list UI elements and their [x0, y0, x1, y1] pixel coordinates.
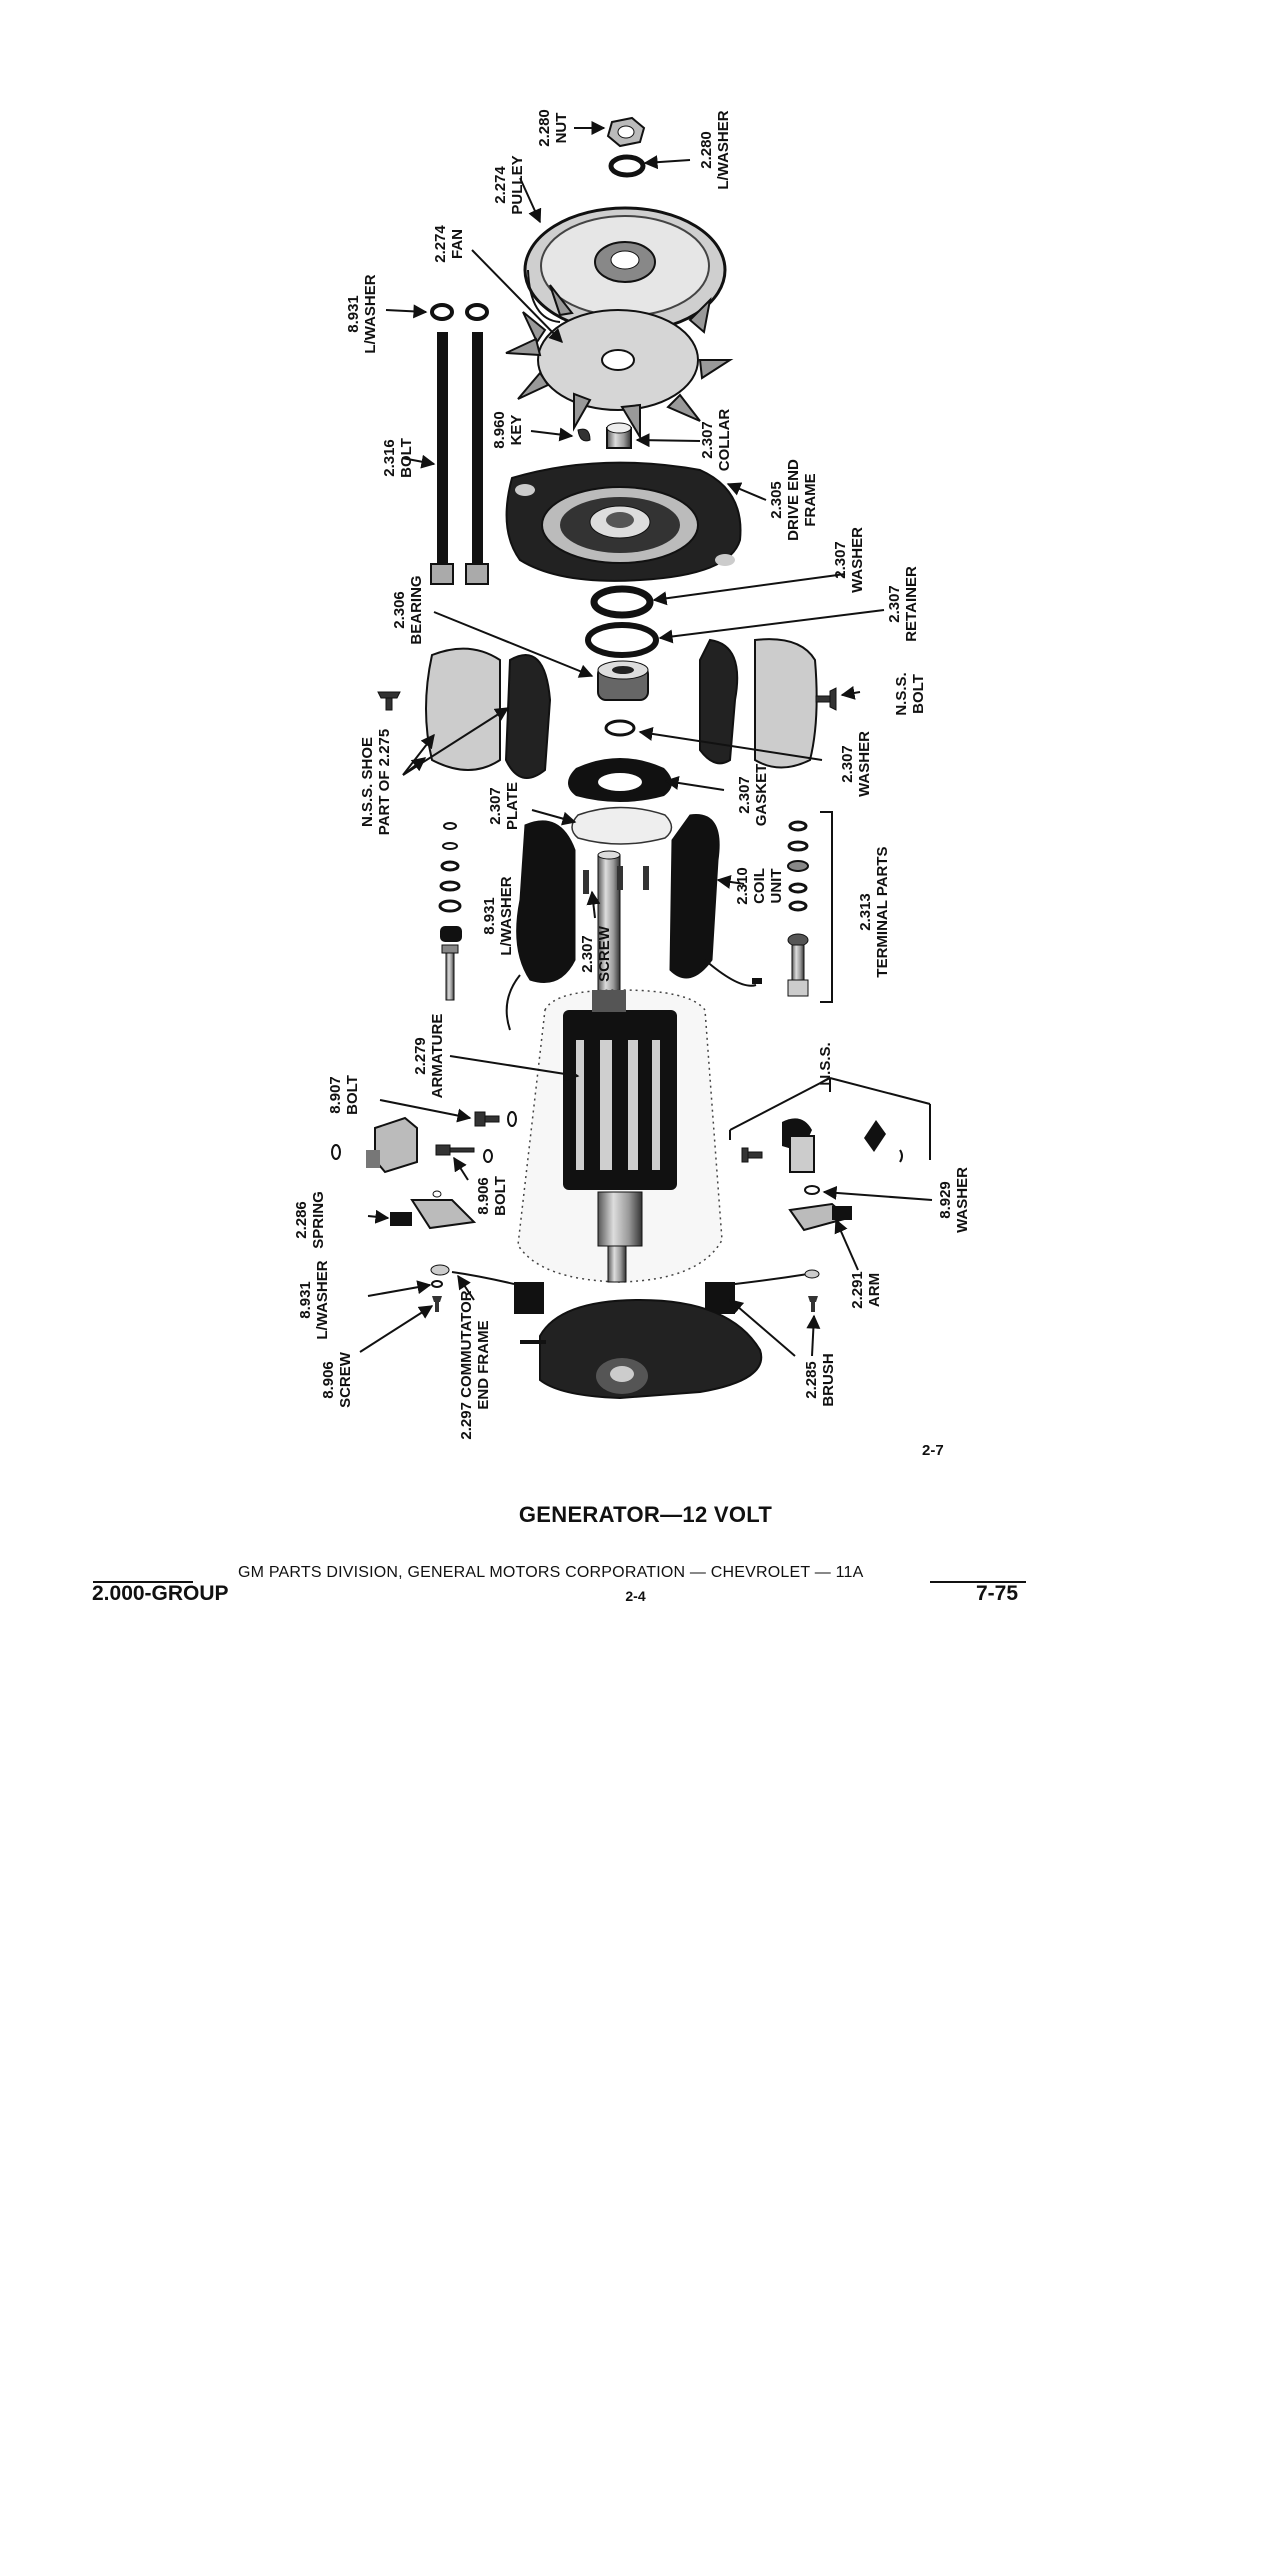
screw-low-part — [432, 1296, 442, 1312]
label-collar: 2.307COLLAR — [699, 409, 733, 472]
armature-part — [517, 989, 723, 1283]
coil-unit-part — [505, 814, 762, 1031]
label-lock-washer-bolt: 8.931L/WASHER — [345, 274, 379, 353]
bolt-washer-left — [430, 303, 454, 321]
bolt-8907-washer — [507, 1111, 517, 1127]
label-washer-a: 2.307WASHER — [832, 527, 866, 593]
brush-part-right — [705, 1269, 820, 1314]
label-commutator-end-frame: 2.297 COMMUTATOREND FRAME — [458, 1290, 492, 1439]
fan-part — [505, 284, 734, 441]
commutator-end-frame-part — [520, 1298, 763, 1400]
label-brush: 2.285BRUSH — [803, 1353, 837, 1406]
label-armature: 2.279ARMATURE — [412, 1014, 446, 1099]
label-fan: 2.274FAN — [432, 225, 466, 263]
drive-end-frame-part — [505, 461, 742, 582]
lock-washer-part — [608, 154, 646, 178]
key-part — [577, 428, 591, 442]
plate-part — [571, 806, 673, 845]
terminal-stack-left — [438, 822, 462, 1001]
pole-shoe-left — [425, 647, 552, 779]
bolt-8906-part — [435, 1144, 475, 1156]
label-nss-shoe: N.S.S. SHOEPART OF 2.275 — [359, 729, 393, 835]
footer-group: 2.000-GROUP — [92, 1582, 229, 1605]
nss-screw-left — [377, 691, 401, 711]
label-lock-washer-mid: 8.931L/WASHER — [481, 876, 515, 955]
arm-part-right — [788, 1185, 852, 1232]
footer-rule-left — [93, 1581, 193, 1583]
label-bearing: 2.306BEARING — [391, 575, 425, 644]
pole-shoe-right — [699, 638, 818, 769]
pulley-part — [523, 206, 727, 334]
through-bolt-left — [430, 332, 454, 585]
label-arm: 2.291ARM — [849, 1271, 883, 1309]
figure-caption: GENERATOR—12 VOLT — [518, 1502, 773, 1527]
retainer-part — [585, 622, 659, 658]
label-screw-low: 8.906SCREW — [320, 1351, 354, 1408]
label-washer-b: 2.307WASHER — [839, 731, 873, 797]
exploded-parts-diagram: 2.280NUT 2.280L/WASHER 2.274PULLEY 2.274… — [293, 109, 971, 1439]
footer-page-number: 2-4 — [625, 1588, 646, 1604]
label-washer-8929: 8.929WASHER — [937, 1167, 971, 1233]
label-coil-unit: 2.310COILUNIT — [734, 867, 785, 905]
label-nss-right: N.S.S. — [817, 1042, 834, 1085]
bearing-part — [597, 660, 649, 701]
label-terminal-parts: 2.313TERMINAL PARTS — [857, 846, 891, 977]
terminal-bracket — [820, 811, 833, 1003]
spring-arm-left — [390, 1190, 477, 1230]
label-gasket: 2.307GASKET — [736, 764, 770, 827]
footer-date: 7-75 — [976, 1582, 1019, 1605]
callout-labels: 2.280NUT 2.280L/WASHER 2.274PULLEY 2.274… — [293, 109, 971, 1439]
label-drive-end-frame: 2.305DRIVE ENDFRAME — [768, 459, 819, 541]
terminal-stack-right — [787, 820, 809, 997]
nut-part — [606, 116, 646, 148]
label-spring: 2.286SPRING — [293, 1191, 327, 1249]
bolt-8906-washer — [483, 1149, 493, 1163]
leader-lines — [359, 121, 933, 1357]
footer-publisher: GM PARTS DIVISION, GENERAL MOTORS CORPOR… — [238, 1564, 864, 1581]
through-bolt-right — [465, 332, 489, 585]
nss-bolt-right — [815, 687, 837, 711]
label-retainer: 2.307RETAINER — [886, 566, 920, 642]
footer-rule-right — [930, 1581, 1026, 1583]
label-bolt-8907: 8.907BOLT — [327, 1075, 361, 1115]
brush-part-left — [430, 1264, 544, 1314]
brush-holder-left — [331, 1116, 418, 1174]
nss-cluster-right — [741, 1118, 903, 1173]
collar-part — [606, 422, 632, 449]
label-nut: 2.280NUT — [536, 109, 570, 147]
washer-part-b — [604, 719, 636, 737]
label-plate: 2.307PLATE — [487, 782, 521, 830]
bolt-8907-part — [474, 1111, 500, 1127]
bolt-washer-right — [465, 303, 489, 321]
washer-part-a — [590, 585, 654, 619]
label-lock-washer-top: 2.280L/WASHER — [698, 110, 732, 189]
figure-number: 2-7 — [922, 1442, 944, 1459]
label-through-bolt: 2.316BOLT — [381, 438, 415, 478]
label-bolt-8906: 8.906BOLT — [475, 1176, 509, 1216]
label-pulley: 2.274PULLEY — [492, 155, 526, 214]
label-nss-bolt: N.S.S.BOLT — [893, 672, 927, 715]
label-screw-mid: 2.307SCREW — [579, 925, 613, 982]
label-key: 8.960KEY — [491, 411, 525, 449]
lwasher-low-part — [431, 1280, 443, 1288]
screw-right-part — [808, 1296, 818, 1312]
label-lock-washer-low: 8.931L/WASHER — [297, 1260, 331, 1339]
